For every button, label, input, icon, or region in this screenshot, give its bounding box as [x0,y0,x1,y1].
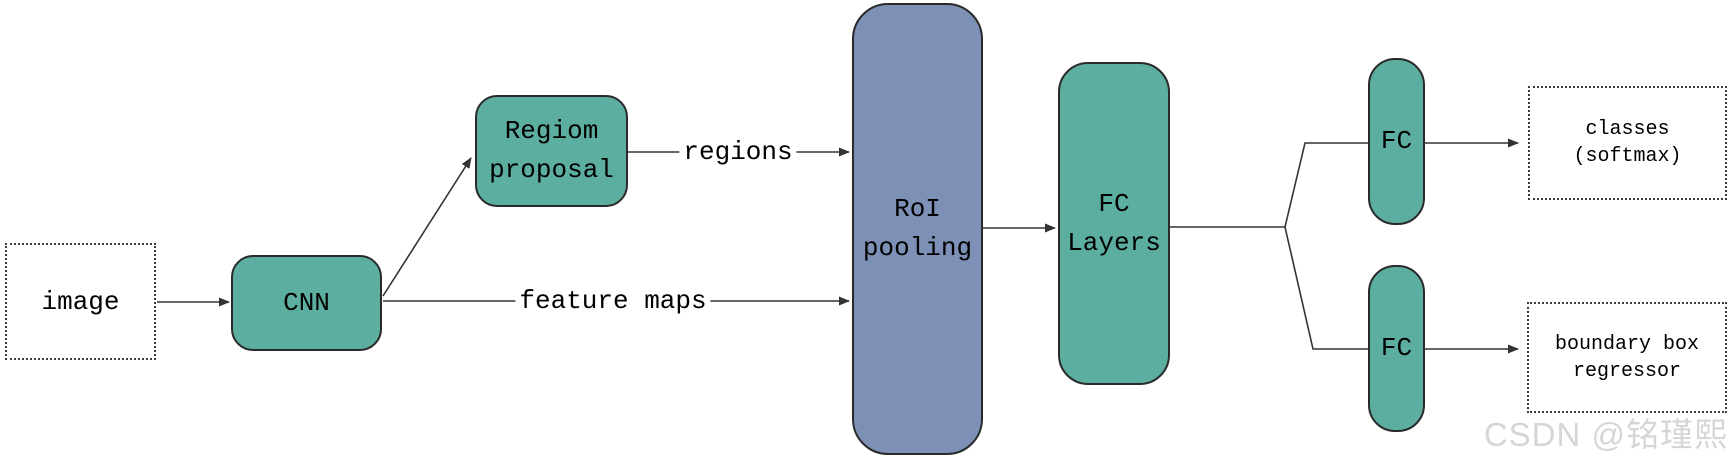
fc-top-node-label: FC [1380,126,1413,156]
image-node: image [5,243,156,360]
image-node-label: image [41,286,120,317]
fc-bottom-node-label: FC [1380,333,1413,363]
classes-output-label-line1: classes [1585,118,1670,141]
regions-edge-label: regions [679,137,797,167]
classes-output-label-line2: (softmax) [1573,145,1682,168]
bbox-output-label-line1: boundary box [1554,332,1700,356]
region-proposal-label-line1: Regiom [504,116,599,146]
edge-branch-to-fc-top [1284,142,1368,228]
edge-branch-to-fc-bottom [1284,226,1368,350]
fc-top-node: FC [1368,58,1425,225]
edge-cnn-to-region-proposal [382,157,472,297]
cnn-node-label: CNN [283,287,330,318]
cnn-node: CNN [231,255,382,351]
roi-pooling-node: RoI pooling [852,3,983,455]
fc-layers-label-line2: Layers [1067,227,1161,258]
feature-maps-edge-label: feature maps [515,286,711,316]
fc-layers-node: FC Layers [1058,62,1170,385]
csdn-watermark: CSDN @铭瑾熙 [1483,416,1728,453]
region-proposal-node: Regiom proposal [475,95,628,207]
roi-pooling-label-line2: pooling [862,233,973,263]
bbox-output-node: boundary box regressor [1527,302,1727,413]
fc-layers-label-line1: FC [1098,188,1130,219]
classes-output-node: classes (softmax) [1528,86,1727,200]
fc-bottom-node: FC [1368,265,1425,432]
region-proposal-label-line2: proposal [489,155,614,185]
bbox-output-label-line2: regressor [1572,359,1682,383]
roi-pooling-label-line1: RoI [894,194,941,224]
